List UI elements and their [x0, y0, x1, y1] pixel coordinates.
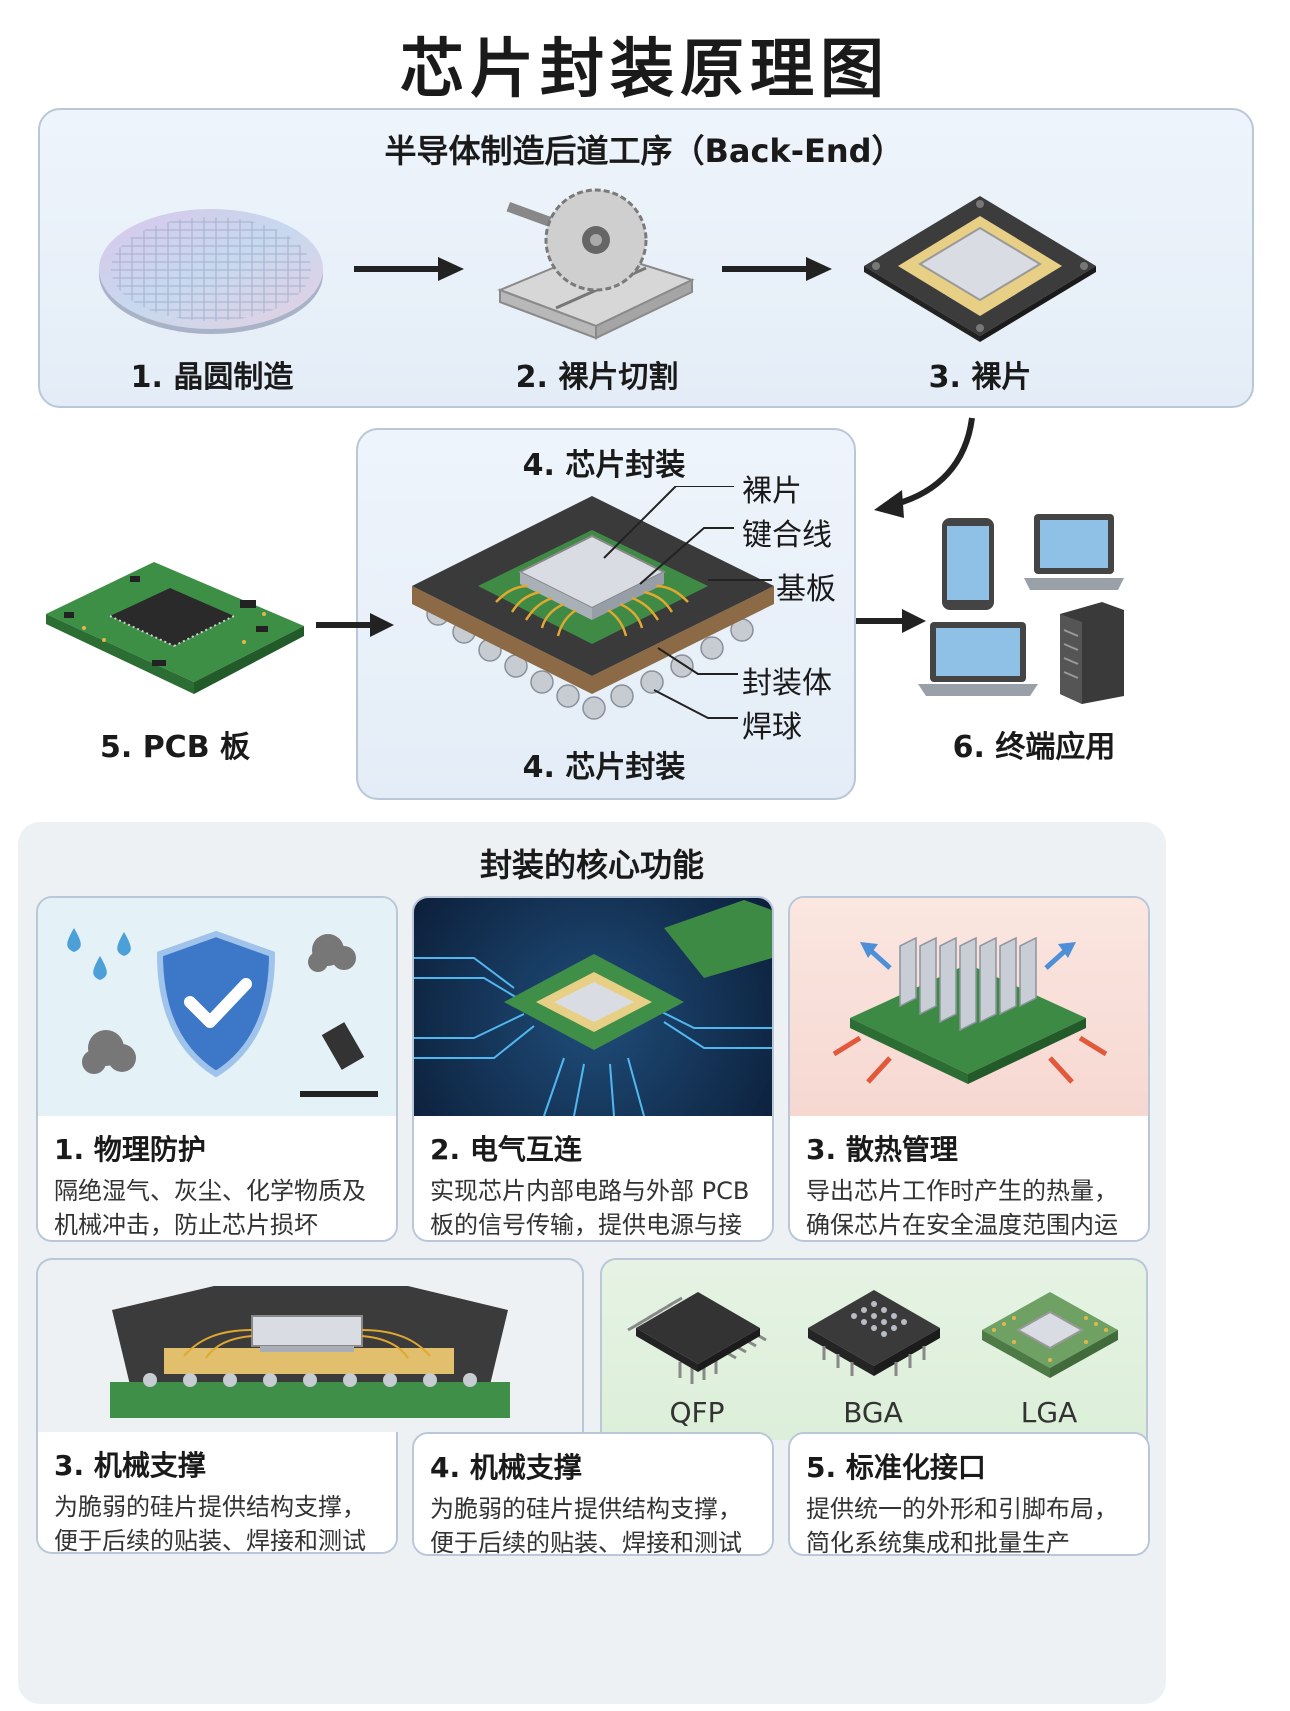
packaging-bottom-label: 4. 芯片封装	[522, 750, 686, 785]
card-heading: 3. 机械支撑	[54, 1449, 206, 1482]
card-heading: 5. 标准化接口	[806, 1451, 986, 1484]
card-description: 为脆弱的硅片提供结构支撑，便于后续的贴装、焊接和测试	[54, 1493, 366, 1554]
interconnect-illustration	[414, 898, 772, 1117]
die-icon	[864, 196, 1096, 342]
function-card-interface: 5. 标准化接口 提供统一的外形和引脚布局，简化系统集成和批量生产	[788, 1432, 1150, 1556]
card-description: 实现芯片内部电路与外部 PCB 板的信号传输，提供电源与接	[430, 1177, 750, 1239]
chip-package-illustration	[412, 486, 774, 720]
bga-chip-icon	[808, 1290, 940, 1376]
function-card-interconnect: 2. 电气互连 实现芯片内部电路与外部 PCB 板的信号传输，提供电源与接	[412, 896, 774, 1242]
terminal-label: 6. 终端应用	[952, 730, 1116, 765]
card-description: 导出芯片工作时产生的热量，确保芯片在安全温度范围内运行	[806, 1177, 1118, 1239]
mechanical-support-panel	[36, 1258, 584, 1440]
card-text: 1. 物理防护 隔绝湿气、灰尘、化学物质及机械冲击，防止芯片损坏	[38, 1116, 396, 1240]
card-heading: 4. 机械支撑	[430, 1451, 582, 1484]
functions-title: 封装的核心功能	[479, 846, 704, 884]
thermal-illustration	[790, 898, 1148, 1116]
card-heading: 1. 物理防护	[54, 1133, 206, 1166]
arrow-right-icon	[354, 257, 464, 281]
callout-solder-ball: 焊球	[742, 710, 802, 745]
arrow-right-icon	[856, 609, 926, 633]
function-card-mechanical-b: 4. 机械支撑 为脆弱的硅片提供结构支撑，便于后续的贴装、焊接和测试	[412, 1432, 774, 1556]
callout-substrate: 基板	[776, 572, 836, 607]
callout-bond-wire: 键合线	[742, 518, 832, 553]
step-label-wafer: 1. 晶圆制造	[130, 360, 294, 395]
curved-arrow-icon	[874, 417, 975, 518]
packaging-top-label: 4. 芯片封装	[522, 448, 686, 483]
function-card-thermal: 3. 散热管理 导出芯片工作时产生的热量，确保芯片在安全温度范围内运行	[788, 896, 1150, 1242]
card-description: 隔绝湿气、灰尘、化学物质及机械冲击，防止芯片损坏	[54, 1177, 366, 1239]
shield-icon	[67, 928, 378, 1097]
package-type-qfp: QFP	[669, 1396, 725, 1429]
card-text: 2. 电气互连 实现芯片内部电路与外部 PCB 板的信号传输，提供电源与接	[414, 1116, 772, 1240]
pcb-board-icon	[46, 562, 304, 694]
callout-die: 裸片	[742, 474, 802, 509]
package-type-bga: BGA	[843, 1396, 903, 1429]
card-heading: 2. 电气互连	[430, 1133, 582, 1166]
laptop-icon	[1024, 514, 1124, 590]
package-type-lga: LGA	[1020, 1396, 1078, 1429]
dicing-saw-icon	[497, 188, 695, 340]
wafer-icon	[99, 209, 323, 334]
package-cross-section-icon	[110, 1286, 510, 1418]
step-label-die: 3. 裸片	[928, 360, 1032, 395]
circuit-chip-icon	[414, 900, 772, 1117]
lga-chip-icon	[982, 1292, 1118, 1378]
laptop-icon	[918, 622, 1038, 696]
function-card-mechanical-a: 3. 机械支撑 为脆弱的硅片提供结构支撑，便于后续的贴装、焊接和测试	[36, 1432, 398, 1554]
arrow-right-icon	[722, 257, 832, 281]
function-card-protection: 1. 物理防护 隔绝湿气、灰尘、化学物质及机械冲击，防止芯片损坏	[36, 896, 398, 1242]
callout-package-body: 封装体	[742, 666, 832, 701]
server-icon	[1060, 602, 1124, 704]
card-text: 4. 机械支撑 为脆弱的硅片提供结构支撑，便于后续的贴装、焊接和测试	[414, 1434, 772, 1554]
pcb-label: 5. PCB 板	[99, 730, 251, 765]
card-text: 3. 散热管理 导出芯片工作时产生的热量，确保芯片在安全温度范围内运行	[790, 1116, 1148, 1240]
qfp-chip-icon	[627, 1292, 767, 1384]
protection-illustration	[38, 898, 396, 1116]
step-label-dicing: 2. 裸片切割	[515, 360, 679, 395]
arrow-right-icon	[316, 613, 394, 637]
heatsink-icon	[832, 936, 1108, 1084]
backend-title: 半导体制造后道工序（Back-End）	[384, 132, 904, 170]
card-description: 提供统一的外形和引脚布局，简化系统集成和批量生产	[806, 1495, 1118, 1556]
page-title: 芯片封装原理图	[400, 33, 890, 107]
package-types-panel: QFP BGA LGA	[600, 1258, 1148, 1440]
card-text: 5. 标准化接口 提供统一的外形和引脚布局，简化系统集成和批量生产	[790, 1434, 1148, 1554]
phone-icon	[942, 518, 994, 610]
card-description: 为脆弱的硅片提供结构支撑，便于后续的贴装、焊接和测试	[430, 1495, 742, 1556]
card-heading: 3. 散热管理	[806, 1133, 958, 1166]
card-text: 3. 机械支撑 为脆弱的硅片提供结构支撑，便于后续的贴装、焊接和测试	[38, 1432, 396, 1552]
